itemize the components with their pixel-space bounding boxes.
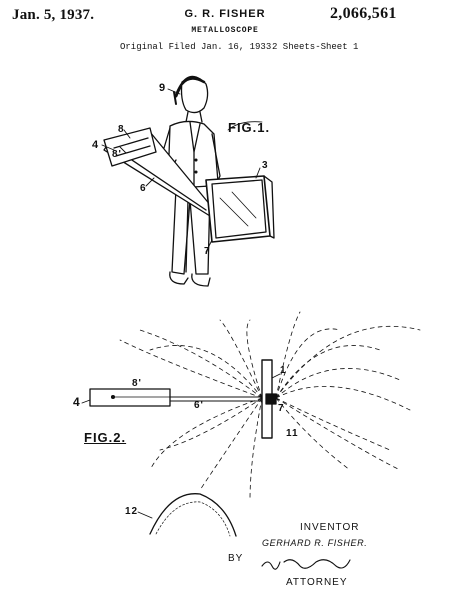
by-label: BY: [228, 553, 244, 564]
attorney-signature: [261, 559, 351, 570]
fig2-ref-numeral-4: 4: [73, 395, 81, 409]
ref-numeral-6: 6: [140, 183, 147, 194]
ref-numeral-9: 9: [159, 82, 167, 94]
sheet-count: 2 Sheets-Sheet 1: [272, 42, 359, 52]
ref-numeral-8: 8: [118, 124, 125, 135]
fig2-ref-numeral-11: 11: [286, 428, 299, 439]
fig1-illustration: [103, 75, 275, 287]
attorney-label: ATTORNEY: [286, 577, 348, 588]
ref-numeral-8b: 8': [112, 149, 122, 160]
fig2-ref-numeral-12: 12: [125, 506, 139, 517]
patent-number: 2,066,561: [330, 5, 397, 22]
fig2-ref-numeral-1: 1: [280, 365, 287, 376]
filed-date: Original Filed Jan. 16, 1933: [120, 42, 272, 52]
fig2-label: FIG.2.: [84, 430, 127, 445]
fig2-ref-numeral-8b: 8': [132, 378, 142, 389]
ref-numeral-3: 3: [262, 160, 269, 171]
patent-date: Jan. 5, 1937.: [12, 7, 95, 23]
ref-numeral-4: 4: [92, 139, 100, 151]
fig2-ref-numeral-6b: 6': [194, 400, 204, 411]
fig1-label: FIG.1.: [228, 120, 271, 135]
inventor-label: INVENTOR: [300, 522, 360, 533]
ref-numeral-7: 7: [204, 246, 211, 257]
fig2-illustration: [89, 311, 421, 537]
inventor-name-header: G. R. FISHER: [184, 8, 266, 20]
patent-title: METALLOSCOPE: [191, 26, 259, 35]
fig2-ref-numeral-7: 7: [278, 403, 285, 414]
inventor-full-name: GERHARD R. FISHER.: [262, 538, 368, 548]
